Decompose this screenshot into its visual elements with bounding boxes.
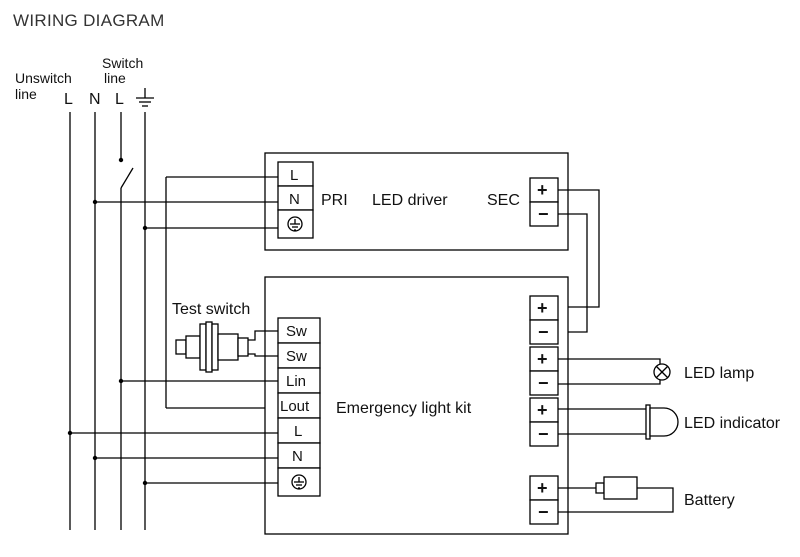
battery-label: Battery [684, 492, 735, 509]
kit-terminal-n: N [292, 448, 303, 465]
unswitch-line-label-2: line [15, 86, 37, 102]
switched-live-wire [118, 112, 134, 530]
led-indicator-icon [645, 404, 679, 440]
driver-sec-label: SEC [487, 192, 520, 209]
unswitch-line-label-1: Unswitch [15, 70, 72, 86]
driver-minus-terminal: − [538, 204, 549, 224]
battery-icon [595, 476, 638, 500]
test-switch-label: Test switch [172, 301, 250, 318]
kit-output-terminals: + − + − + − + − [529, 295, 559, 525]
led-indicator-label: LED indicator [684, 415, 781, 432]
kit-name: Emergency light kit [336, 400, 472, 417]
line-label-l-unswitched: L [64, 91, 73, 108]
diagram-title: WIRING DIAGRAM [13, 11, 165, 30]
kit-terminal-block: Sw Sw Lin Lout L N [277, 317, 321, 497]
kit-driver-in-minus: − [538, 322, 549, 342]
kit-lamp-plus: + [537, 349, 548, 369]
earth-ground-icon [136, 88, 154, 107]
kit-lamp-minus: − [538, 373, 549, 393]
led-driver-box [264, 152, 569, 251]
kit-indicator-minus: − [538, 424, 549, 444]
kit-battery-minus: − [538, 502, 549, 522]
kit-terminal-lin: Lin [286, 373, 306, 390]
kit-battery-plus: + [537, 478, 548, 498]
earth-terminal-icon [287, 216, 303, 232]
driver-terminal-n: N [289, 191, 300, 208]
kit-terminal-sw-1: Sw [286, 323, 307, 340]
driver-output-terminals: + − [529, 177, 559, 227]
driver-pri-label: PRI [321, 192, 348, 209]
driver-plus-terminal: + [537, 180, 548, 200]
kit-earth-terminal-icon [291, 474, 307, 490]
test-switch-icon [175, 321, 278, 373]
driver-name: LED driver [372, 192, 448, 209]
kit-driver-in-plus: + [537, 298, 548, 318]
switch-line-label-1: Switch [102, 55, 143, 71]
line-label-l-switched: L [115, 91, 124, 108]
kit-indicator-plus: + [537, 400, 548, 420]
kit-terminal-sw-2: Sw [286, 348, 307, 365]
switch-line-label-2: line [104, 70, 126, 86]
kit-terminal-l: L [294, 423, 302, 440]
driver-terminal-l: L [290, 167, 298, 184]
line-label-n: N [89, 91, 101, 108]
led-lamp-label: LED lamp [684, 365, 754, 382]
driver-terminal-block: L N [277, 161, 314, 239]
led-lamp-icon [653, 363, 671, 381]
kit-terminal-lout: Lout [280, 398, 310, 415]
